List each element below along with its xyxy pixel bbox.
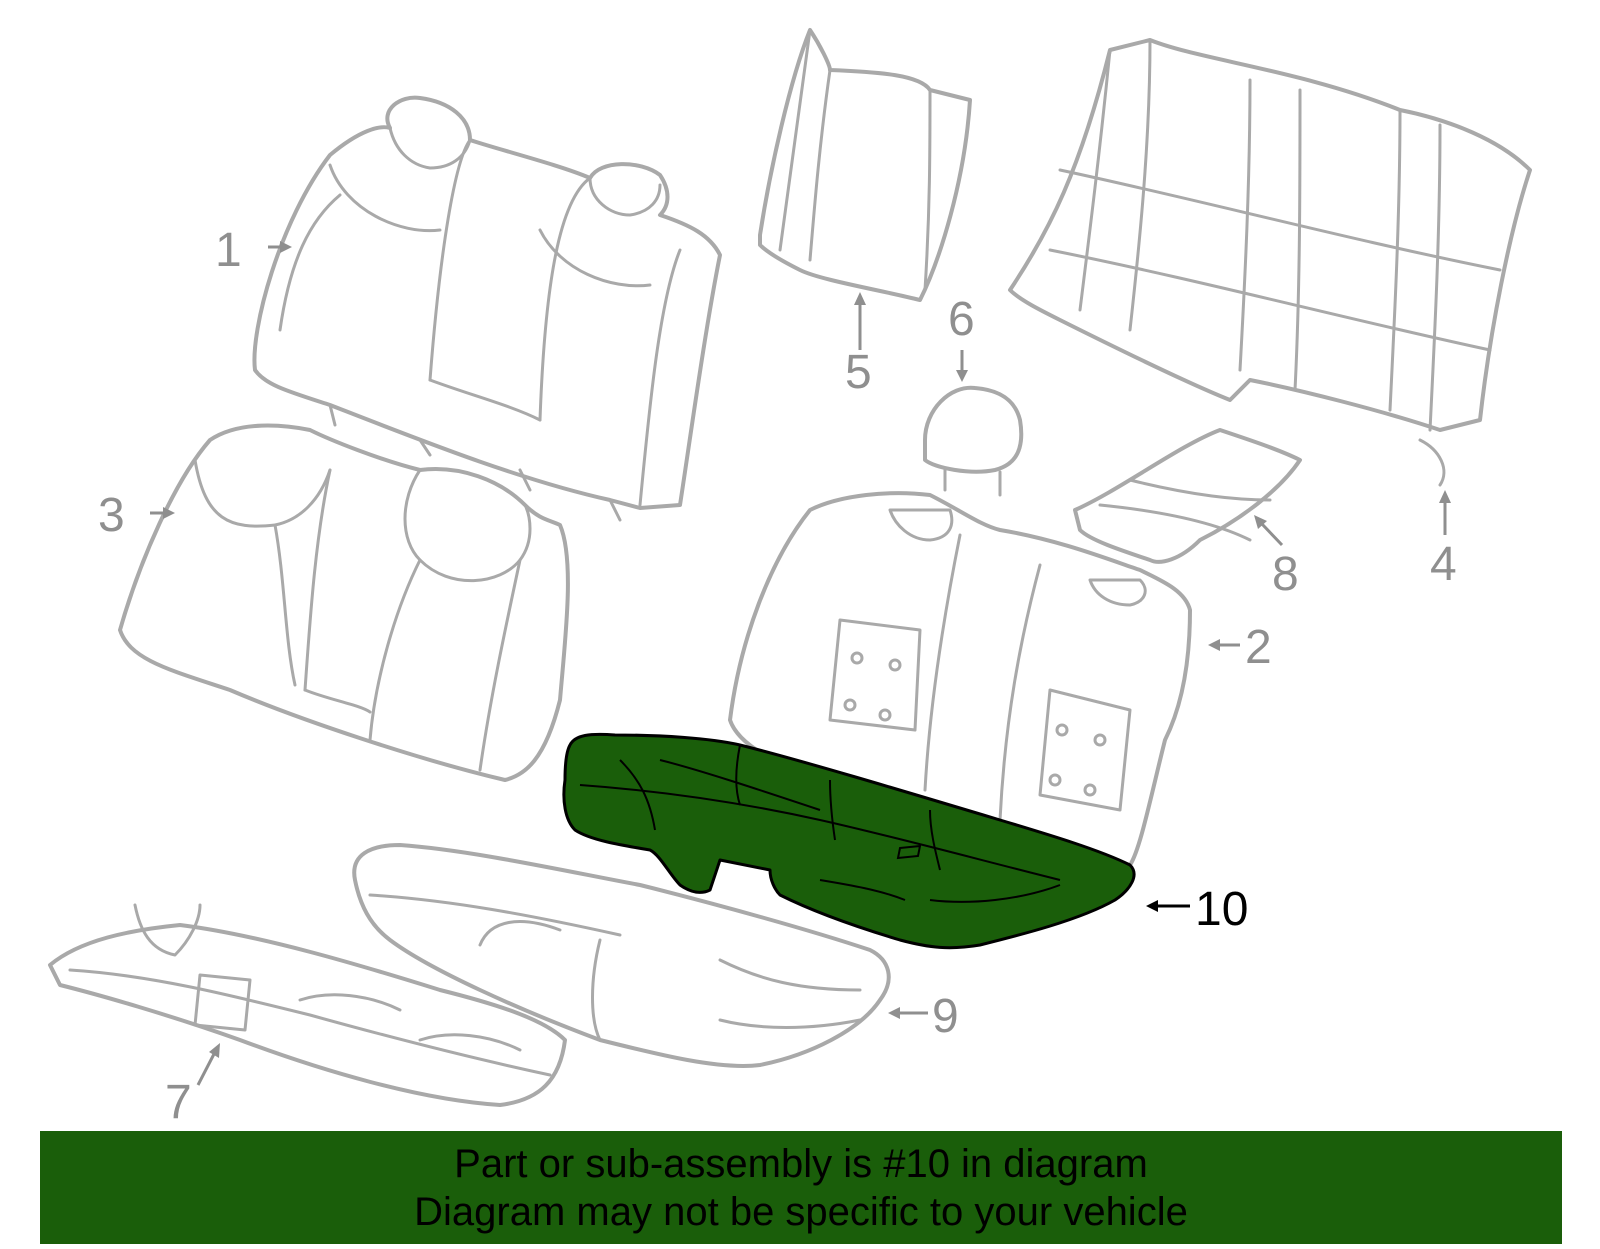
callout-5: 5	[845, 346, 872, 399]
callout-7: 7	[165, 1076, 192, 1129]
callout-labels: 1 3 5 6 4 8 2 9 7 10	[98, 224, 1457, 1129]
footer-line-disclaimer: Diagram may not be specific to your vehi…	[414, 1189, 1188, 1234]
part-3-seatback-cushion	[118, 423, 570, 782]
part-5-panel	[758, 28, 972, 302]
callout-9: 9	[932, 990, 959, 1043]
callout-arrows	[150, 241, 1451, 1086]
callout-10: 10	[1195, 883, 1248, 936]
part-7-cushion-frame	[48, 903, 567, 1107]
callout-8: 8	[1272, 548, 1299, 601]
callout-4: 4	[1430, 538, 1457, 591]
callout-1: 1	[215, 224, 242, 277]
footer-line-part-number: Part or sub-assembly is #10 in diagram	[454, 1141, 1148, 1186]
callout-6: 6	[948, 293, 975, 346]
part-8-bracket	[1073, 428, 1302, 564]
part-9-seat-cushion-cover	[352, 843, 891, 1068]
callout-2: 2	[1245, 621, 1272, 674]
part-6-headrest	[923, 385, 1024, 497]
part-1-seatback-cover	[252, 95, 722, 522]
footer-banner: Part or sub-assembly is #10 in diagram D…	[40, 1131, 1562, 1244]
callout-3: 3	[98, 489, 125, 542]
part-10-seat-cushion-pad	[562, 732, 1136, 950]
part-4-seatback-frame	[1008, 38, 1532, 487]
